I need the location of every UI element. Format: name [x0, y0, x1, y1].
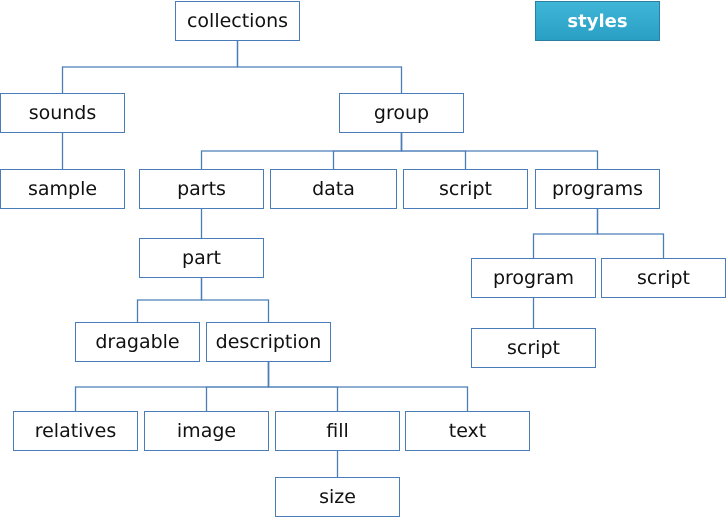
node-collections: collections	[175, 1, 300, 41]
node-part: part	[139, 238, 264, 278]
connector-collections-sounds	[61, 41, 239, 93]
node-programs-script: script	[601, 258, 726, 298]
node-image: image	[144, 411, 269, 451]
node-program-script: script	[471, 328, 596, 368]
node-group-script: script	[403, 169, 528, 209]
connector-part-dragable	[136, 278, 203, 322]
node-programs: programs	[535, 169, 660, 209]
node-parts: parts	[139, 169, 264, 209]
node-fill: fill	[275, 411, 400, 451]
node-data: data	[270, 169, 397, 209]
connector-programs-programs_script	[596, 209, 665, 258]
connector-collections-group	[236, 41, 403, 93]
node-program: program	[471, 258, 596, 298]
node-size: size	[275, 477, 400, 517]
node-styles: styles	[535, 1, 660, 41]
node-relatives: relatives	[13, 411, 138, 451]
node-dragable: dragable	[75, 322, 200, 362]
node-sounds: sounds	[0, 93, 125, 133]
connector-part-description	[200, 278, 270, 322]
connector-programs-program	[532, 209, 599, 258]
node-group: group	[339, 93, 464, 133]
node-sample: sample	[0, 169, 125, 209]
connector-description-text	[267, 362, 469, 411]
node-text: text	[405, 411, 530, 451]
node-description: description	[206, 322, 331, 362]
connector-group-data	[332, 133, 403, 169]
connector-group-programs	[400, 133, 599, 169]
connector-description-image	[205, 362, 270, 411]
